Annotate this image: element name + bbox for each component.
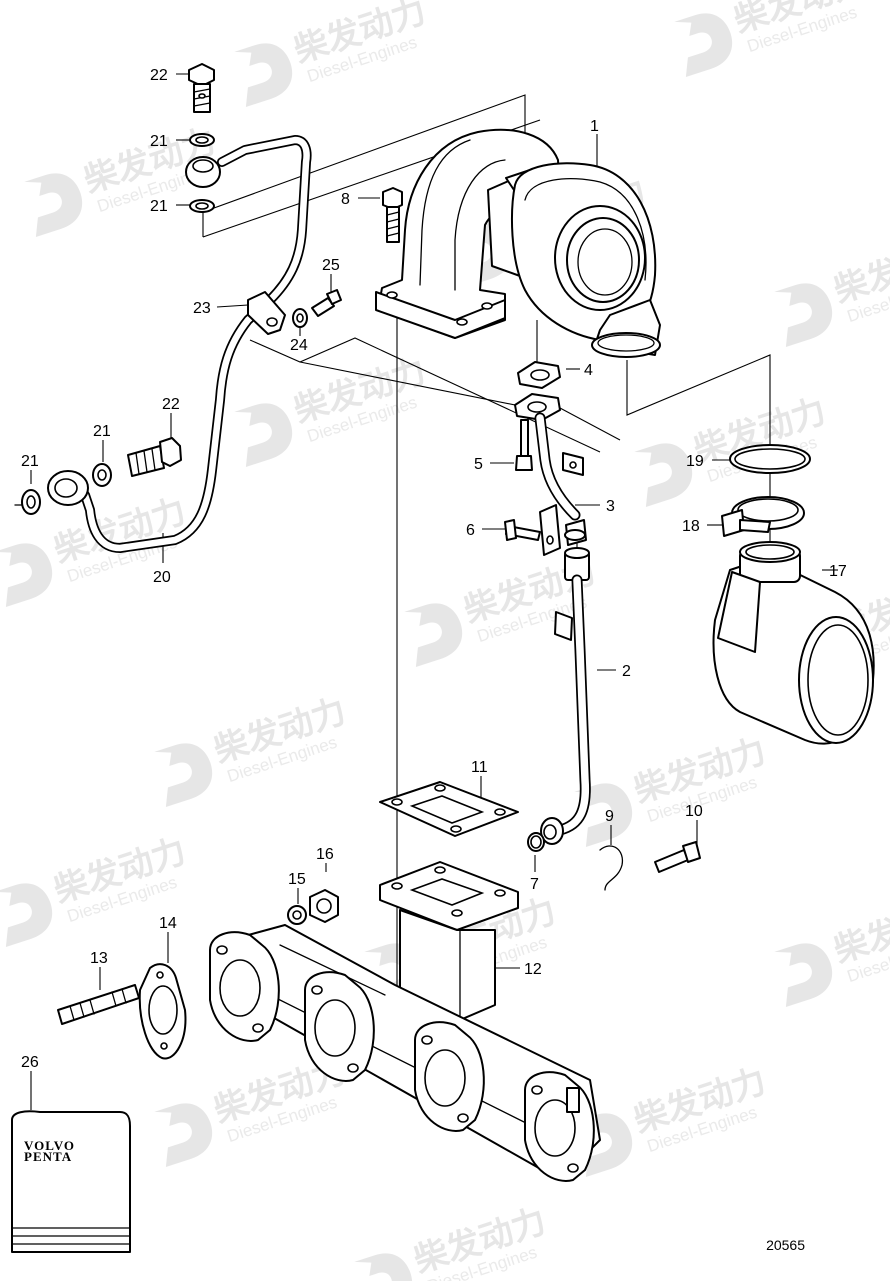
bolt-part-8 [382,187,403,243]
nut-part-16 [309,889,339,923]
diesel-engines-d-logo-icon [154,743,213,808]
callout-15: 15 [288,871,306,888]
callout-2: 2 [622,663,631,680]
callout-21-d: 21 [21,453,39,470]
diesel-engines-d-logo-icon [774,943,833,1008]
clip-part-9 [599,845,624,891]
callout-25: 25 [322,257,340,274]
callout-17: 17 [829,563,847,580]
turbocharger [375,128,661,358]
washer-21-top-upper [189,133,215,147]
callout-9: 9 [605,808,614,825]
manifold-port-3 [414,1021,485,1132]
diesel-engines-d-logo-icon [154,1103,213,1168]
screw-part-6 [504,519,541,541]
callout-19: 19 [686,453,704,470]
callout-21-a: 21 [150,133,168,150]
callout-18: 18 [682,518,700,535]
callout-6: 6 [466,522,475,539]
diesel-engines-d-logo-icon [24,173,83,238]
pipe-clamp-23 [247,291,286,335]
screw-part-5 [515,419,533,471]
diesel-engines-d-logo-icon [774,283,833,348]
diesel-engines-d-logo-icon [234,43,293,108]
callout-20: 20 [153,569,171,586]
diesel-engines-d-logo-icon [574,783,633,848]
diesel-engines-d-logo-icon [634,443,693,508]
oil-return-pipe-3 [514,393,587,556]
callout-21-c: 21 [93,423,111,440]
gasket-kit-box-part-26: VOLVO PENTA [11,1110,131,1253]
elbow-pipe-part-17 [712,541,875,745]
callout-4: 4 [584,362,593,379]
callout-3: 3 [606,498,615,515]
washer-21-top-lower [189,199,215,213]
kit-brand-penta: PENTA [24,1149,72,1164]
gasket-part-11 [379,781,519,837]
screw-part-10 [654,841,701,873]
diesel-engines-d-logo-icon [234,403,293,468]
banjo-bolt-22-lower [127,437,182,477]
manifold-port-2 [304,971,375,1082]
washer-21-lower-left [14,489,41,515]
callout-14: 14 [159,915,177,932]
oil-feed-pipe-20 [80,135,312,553]
leader-lines [30,73,838,1110]
callout-5: 5 [474,456,483,473]
diesel-engines-d-logo-icon [404,603,463,668]
manifold-port-1 [209,931,280,1042]
oil-pipe-part-2 [540,547,591,845]
callout-8: 8 [341,191,350,208]
kit-brand-volvo: VOLVO [24,1138,75,1153]
banjo-fitting-top [185,156,221,188]
washer-part-15 [287,905,307,925]
banjo-fitting-lower [47,470,89,506]
callout-1: 1 [590,118,599,135]
gasket-part-14 [138,963,187,1060]
stud-part-13 [57,984,140,1025]
screw-25 [311,289,342,317]
callout-7: 7 [530,876,539,893]
callout-23: 23 [193,300,211,317]
callout-10: 10 [685,803,703,820]
callout-12: 12 [524,961,542,978]
banjo-bolt-22-top [188,63,215,113]
diesel-engines-d-logo-icon [674,13,733,78]
gasket-part-4 [517,361,561,389]
callout-24: 24 [290,337,308,354]
washer-21-lower-right [92,463,112,487]
callout-labels: 1 2 3 4 5 6 7 8 9 10 11 12 13 14 15 16 1… [21,67,847,1071]
callout-26: 26 [21,1054,39,1071]
callout-11: 11 [471,759,488,776]
callout-22-a: 22 [150,67,168,84]
callout-22-b: 22 [162,396,180,413]
drawing-number: 20565 [766,1237,805,1253]
o-ring-part-7 [527,832,545,852]
diesel-engines-d-logo-icon [0,543,53,608]
callout-13: 13 [90,950,108,967]
callout-21-b: 21 [150,198,168,215]
exhaust-manifold-part-12 [209,861,601,1182]
washer-24 [292,308,308,328]
diesel-engines-d-logo-icon [0,883,53,948]
callout-16: 16 [316,846,334,863]
diesel-engines-d-logo-icon [354,1253,413,1281]
hose-clamp-part-18 [721,496,805,537]
o-ring-part-19 [729,444,811,474]
manifold-port-4 [524,1071,595,1182]
